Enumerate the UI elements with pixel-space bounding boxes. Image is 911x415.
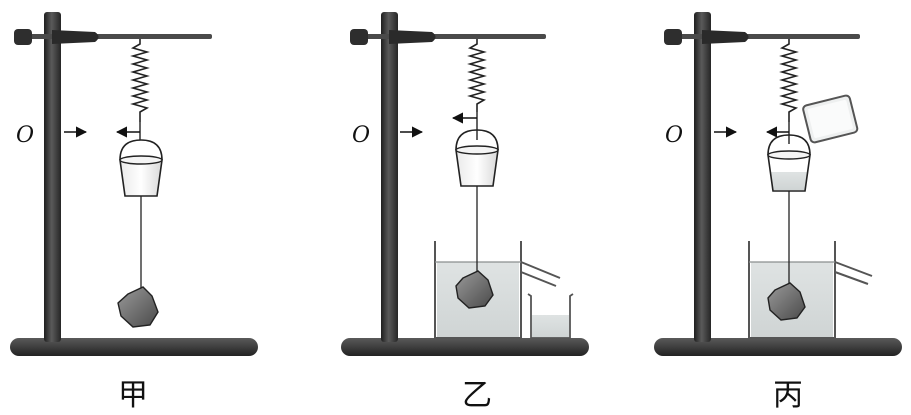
- pointer-label: O: [352, 123, 370, 148]
- bucket-water: [771, 172, 807, 190]
- pointer-label: O: [665, 123, 683, 148]
- clamp-knob: [702, 30, 749, 44]
- stand-crossbar: [22, 34, 212, 39]
- bucket-handle: [455, 129, 499, 151]
- bucket: [119, 159, 163, 197]
- stand-base: [341, 338, 589, 356]
- stand-base: [10, 338, 258, 356]
- small-beaker-water: [532, 315, 569, 338]
- stand-pole: [44, 12, 61, 342]
- stone: [455, 270, 494, 309]
- spring: [130, 39, 150, 122]
- overflow-beaker: [748, 241, 873, 339]
- pouring-beaker: [802, 94, 859, 144]
- stand-crossbar: [358, 34, 546, 39]
- stand-crossbar: [672, 34, 860, 39]
- stand-clamp: [350, 29, 368, 45]
- overflow-beaker: [434, 241, 561, 339]
- stand-base: [654, 338, 902, 356]
- caption: 丙: [773, 378, 803, 413]
- panel-jia: O 甲: [10, 12, 258, 413]
- caption: 甲: [118, 378, 148, 413]
- small-beaker: [527, 293, 574, 339]
- pointer-label: O: [16, 123, 34, 148]
- bucket-handle: [767, 134, 811, 156]
- stand-pole: [381, 12, 398, 342]
- stone: [117, 286, 159, 328]
- clamp-knob: [389, 30, 436, 44]
- spring: [467, 39, 487, 112]
- bucket-handle: [119, 139, 163, 161]
- spring: [779, 39, 799, 122]
- caption: 乙: [462, 378, 492, 413]
- stone: [767, 282, 806, 321]
- stand-clamp: [664, 29, 682, 45]
- panel-yi: O 乙: [341, 12, 589, 413]
- stand-clamp: [14, 29, 32, 45]
- stand-pole: [694, 12, 711, 342]
- bucket: [455, 149, 499, 187]
- clamp-knob: [52, 30, 99, 44]
- panel-bing: O 丙: [654, 12, 902, 413]
